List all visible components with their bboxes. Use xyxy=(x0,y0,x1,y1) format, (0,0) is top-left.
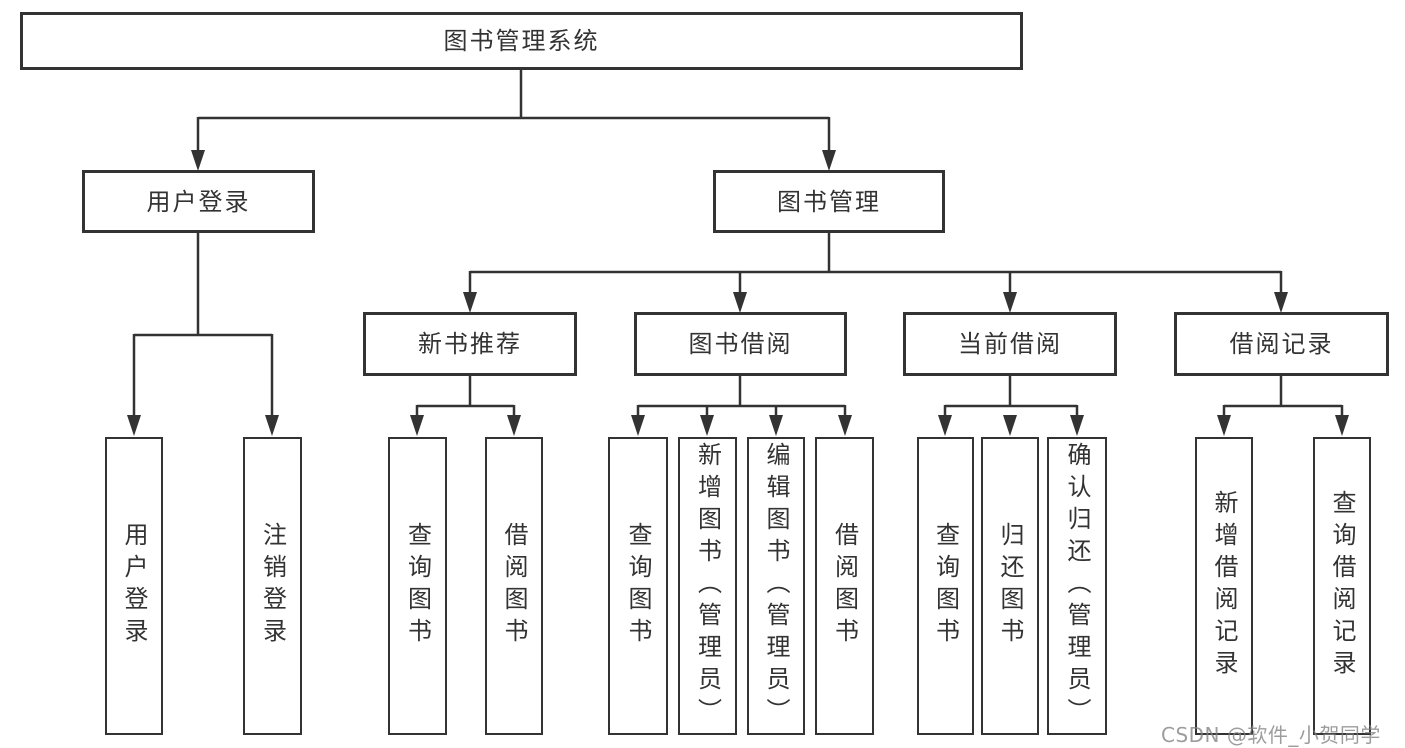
leaf-add-books-admin: 新增图书（管理员） xyxy=(678,437,737,735)
leaf-confirm-return-admin: 确认归还（管理员） xyxy=(1047,437,1107,735)
leaf-query-books-3: 查询图书 xyxy=(917,437,974,735)
watermark: CSDN @软件_小贺同学 xyxy=(1161,723,1381,747)
node-user-login-branch: 用户登录 xyxy=(82,170,315,233)
leaf-return-books: 归还图书 xyxy=(981,437,1039,735)
node-book-borrow: 图书借阅 xyxy=(634,312,847,376)
leaf-query-books-1: 查询图书 xyxy=(388,437,447,735)
leaf-add-borrow-record: 新增借阅记录 xyxy=(1195,437,1253,735)
leaf-borrow-books-1: 借阅图书 xyxy=(485,437,543,735)
node-book-management: 图书管理 xyxy=(713,170,945,233)
leaf-borrow-books-2: 借阅图书 xyxy=(815,437,874,735)
leaf-user-login: 用户登录 xyxy=(105,437,163,735)
leaf-query-borrow-record: 查询借阅记录 xyxy=(1313,437,1371,735)
node-current-borrow: 当前借阅 xyxy=(903,312,1117,376)
arrowheads xyxy=(127,150,1349,436)
leaf-edit-books-admin: 编辑图书（管理员） xyxy=(747,437,805,735)
leaf-query-books-2: 查询图书 xyxy=(608,437,668,735)
leaf-logout: 注销登录 xyxy=(243,437,302,735)
node-borrow-records: 借阅记录 xyxy=(1174,312,1389,376)
node-new-book-recommend: 新书推荐 xyxy=(363,312,577,376)
node-root: 图书管理系统 xyxy=(20,12,1023,70)
